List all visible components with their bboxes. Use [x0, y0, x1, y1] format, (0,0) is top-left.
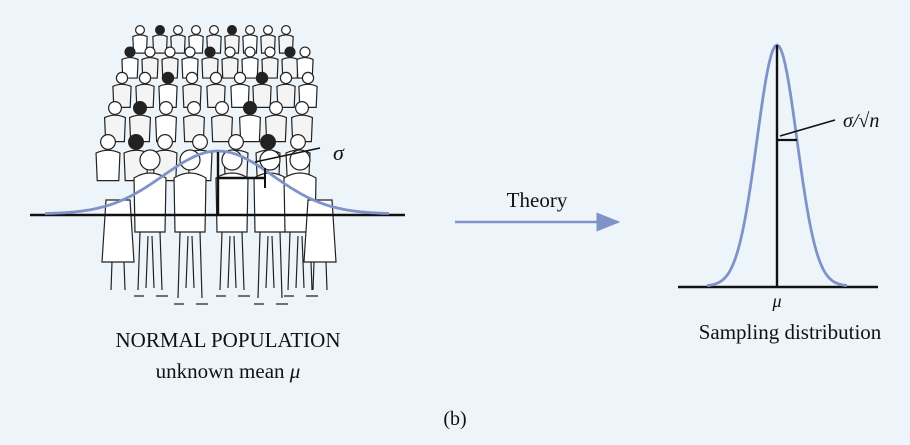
- person-head: [133, 100, 148, 115]
- person-head: [161, 71, 175, 85]
- person-head: [255, 71, 269, 85]
- side-person-legs: [110, 261, 126, 291]
- front-person-torso: [215, 172, 249, 233]
- person-head: [279, 71, 293, 85]
- person-head: [115, 71, 129, 85]
- person-head: [290, 134, 306, 150]
- panel-label: (b): [443, 408, 466, 430]
- front-person-legs: [177, 231, 203, 299]
- sampling-spread-label: σ/√n: [843, 110, 879, 132]
- person-head: [245, 25, 256, 36]
- person-head: [124, 46, 136, 58]
- person-head: [264, 46, 276, 58]
- side-person-skirt: [303, 199, 337, 263]
- person-head: [233, 71, 247, 85]
- theory-arrow-label: Theory: [507, 188, 568, 212]
- side-person-legs: [312, 261, 328, 291]
- population-mean-symbol: μ: [289, 359, 301, 383]
- person-head: [164, 46, 176, 58]
- person-head: [281, 25, 292, 36]
- person-head: [191, 25, 202, 36]
- person-head: [144, 46, 156, 58]
- person-torso: [170, 34, 186, 54]
- front-person-torso: [173, 172, 207, 233]
- front-person-legs: [219, 231, 245, 291]
- person-head: [135, 25, 146, 36]
- person-head: [209, 25, 220, 36]
- front-person-torso: [133, 172, 167, 233]
- person-torso: [261, 56, 279, 79]
- crowd-illustration: [95, 25, 337, 305]
- person-head: [192, 134, 208, 150]
- population-subtitle: unknown mean μ: [156, 359, 301, 383]
- population-sigma-label: σ: [333, 140, 345, 165]
- person-torso: [95, 149, 121, 182]
- person-head: [301, 71, 315, 85]
- person-head: [184, 46, 196, 58]
- sampling-mean-label: μ: [771, 291, 781, 311]
- person-head: [209, 71, 223, 85]
- person-torso: [154, 114, 178, 143]
- person-head: [260, 134, 276, 150]
- person-head: [228, 134, 244, 150]
- person-head: [128, 134, 144, 150]
- person-head: [269, 100, 284, 115]
- front-person-head: [259, 149, 281, 171]
- side-person-skirt: [101, 199, 135, 263]
- person-head: [185, 71, 199, 85]
- person-head: [100, 134, 116, 150]
- front-person-head: [289, 149, 311, 171]
- person-torso: [276, 83, 296, 108]
- person-head: [155, 25, 166, 36]
- person-head: [107, 100, 122, 115]
- person-head: [243, 100, 258, 115]
- person-head: [187, 100, 202, 115]
- person-head: [244, 46, 256, 58]
- sampling-spread-leader: [779, 119, 836, 137]
- person-head: [227, 25, 238, 36]
- population-normal-curve: [44, 149, 390, 215]
- population-title: NORMAL POPULATION: [116, 328, 341, 352]
- person-head: [157, 134, 173, 150]
- person-torso: [121, 56, 139, 79]
- person-head: [138, 71, 152, 85]
- person-head: [173, 25, 184, 36]
- person-head: [215, 100, 230, 115]
- sampling-title: Sampling distribution: [699, 320, 882, 344]
- person-head: [204, 46, 216, 58]
- person-torso: [238, 114, 262, 143]
- population-subtitle-text: unknown mean: [156, 359, 290, 383]
- person-torso: [210, 114, 234, 143]
- person-head: [284, 46, 296, 58]
- front-person-legs: [137, 231, 163, 291]
- person-head: [295, 100, 310, 115]
- person-head: [299, 46, 311, 58]
- population-sigma-leader: [254, 147, 321, 163]
- person-head: [224, 46, 236, 58]
- person-head: [263, 25, 274, 36]
- person-head: [159, 100, 174, 115]
- front-person-head: [139, 149, 161, 171]
- front-person-legs: [257, 231, 283, 299]
